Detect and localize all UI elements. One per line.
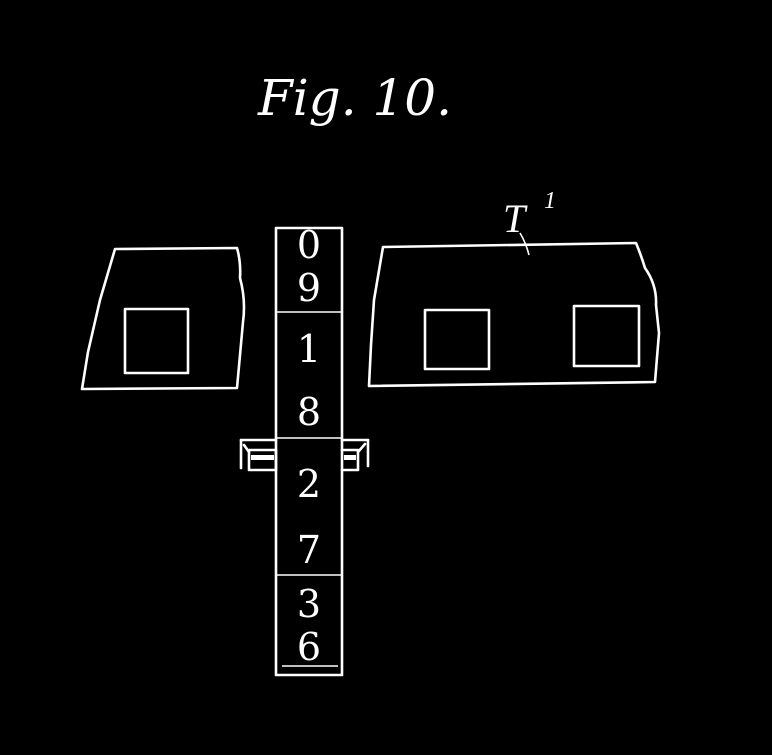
wheel-digit: 1	[297, 327, 321, 371]
pointer-bracket-right	[340, 438, 370, 472]
reference-label-superscript: 1	[544, 188, 556, 214]
wheel-digit: 0	[297, 223, 321, 267]
left-plate-outline	[80, 246, 246, 391]
left-plate-window	[123, 307, 190, 375]
left-plate	[80, 246, 246, 391]
right-plate	[367, 241, 661, 388]
wheel-digit: 3	[297, 582, 321, 626]
right-plate-window-right	[572, 304, 641, 368]
wheel-digit: 6	[297, 625, 321, 669]
wheel-digit: 2	[297, 462, 321, 506]
reference-label-letter: T	[503, 196, 528, 241]
figure-caption: Fig. 10.	[257, 69, 452, 127]
pointer-bracket-left	[239, 438, 278, 472]
right-plate-window-left	[423, 308, 491, 371]
wheel-digit: 7	[297, 528, 321, 572]
wheel-digit: 9	[297, 266, 321, 310]
right-plate-outline	[367, 241, 661, 388]
number-wheel-strip: 0 9 1 8 2 7 3 6	[274, 223, 344, 677]
wheel-digit: 8	[297, 390, 321, 434]
